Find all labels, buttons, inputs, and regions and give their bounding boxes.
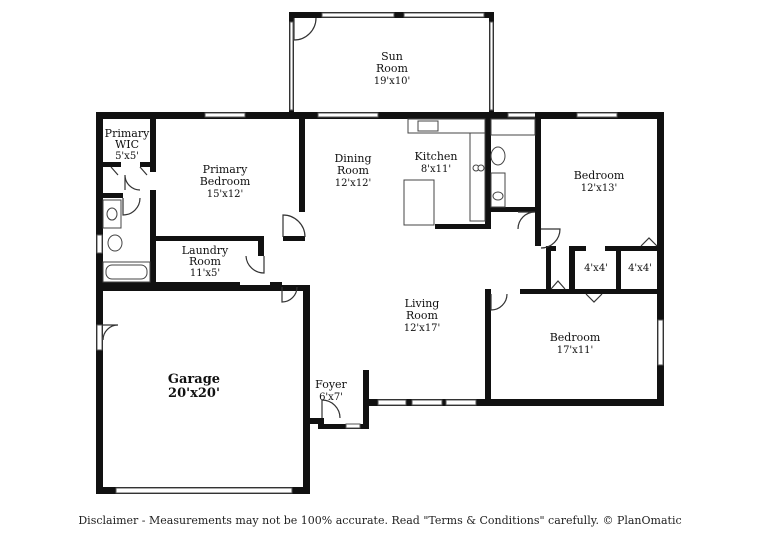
living-room-dims: 12'x17' xyxy=(404,323,441,334)
bedroom-lower-dims: 17'x11' xyxy=(557,345,594,356)
kitchen-dims: 8'x11' xyxy=(421,164,451,175)
dining-room-label-2: Room xyxy=(337,164,370,177)
primary-wic-label-2: WIC xyxy=(115,138,139,151)
door-swings xyxy=(102,166,658,419)
fixtures xyxy=(102,118,536,283)
foyer-label: Foyer xyxy=(315,378,347,391)
garage-label: Garage xyxy=(168,372,220,387)
interior-walls xyxy=(103,112,657,406)
living-room-label-2: Room xyxy=(406,309,439,322)
foyer-dims: 6'x7' xyxy=(319,392,343,403)
laundry-room-label-2: Room xyxy=(189,255,222,268)
living-room-label: Living xyxy=(405,297,440,310)
primary-wic-label: Primary xyxy=(105,127,150,140)
bedroom-upper-label: Bedroom xyxy=(574,169,625,182)
primary-bedroom-label-2: Bedroom xyxy=(200,175,251,188)
bedroom-upper-dims: 12'x13' xyxy=(581,183,618,194)
dining-room-dims: 12'x12' xyxy=(335,178,372,189)
dining-room-label: Dining xyxy=(334,152,371,165)
laundry-room-dims: 11'x5' xyxy=(190,268,220,279)
closet-left-dims: 4'x4' xyxy=(584,263,608,274)
laundry-room-label: Laundry xyxy=(182,244,229,257)
sun-room-dims: 19'x10' xyxy=(374,76,411,87)
bedroom-lower-label: Bedroom xyxy=(550,331,601,344)
closet-right-dims: 4'x4' xyxy=(628,263,652,274)
primary-bedroom-dims: 15'x12' xyxy=(207,189,244,200)
room-labels: Sun Room 19'x10' Primary WIC 5'x5' Prima… xyxy=(105,50,652,403)
primary-wic-dims: 5'x5' xyxy=(115,151,139,162)
sun-room-label-2: Room xyxy=(376,62,409,75)
disclaimer-text: Disclaimer - Measurements may not be 100… xyxy=(78,514,682,527)
garage-dims: 20'x20' xyxy=(168,386,220,401)
exterior-walls xyxy=(96,112,664,494)
primary-bedroom-label: Primary xyxy=(203,163,248,176)
sun-room-label: Sun xyxy=(381,50,403,63)
kitchen-label: Kitchen xyxy=(415,150,458,163)
sun-room-walls xyxy=(289,12,494,112)
